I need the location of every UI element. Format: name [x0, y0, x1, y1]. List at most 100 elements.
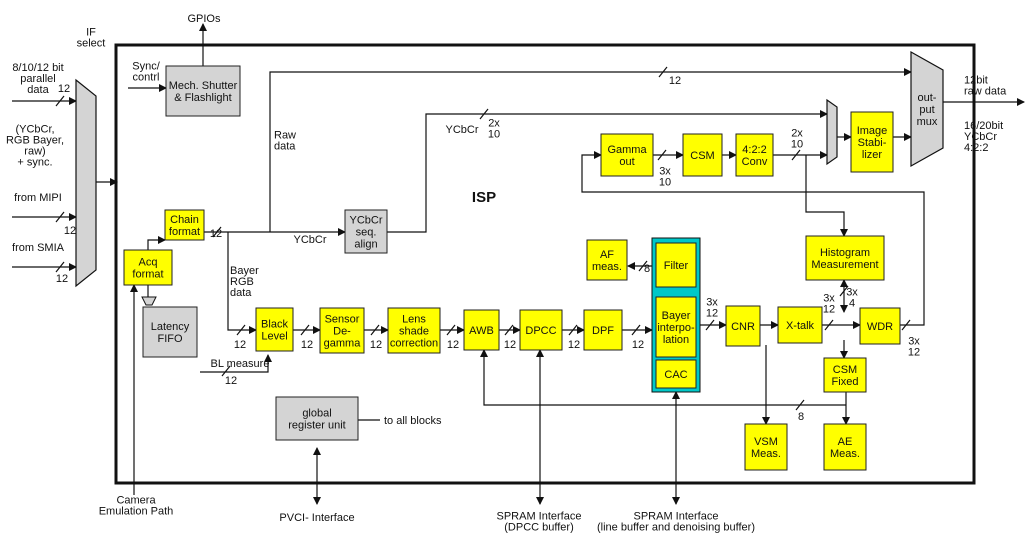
label-in-mipi: 12	[64, 225, 76, 237]
label-bl-measure: 12	[225, 375, 237, 387]
label-sync-contrl: Sync/contrl	[132, 61, 160, 84]
block-cac: CAC	[655, 359, 697, 389]
block-mech-shutter: Mech. Shutter& Flashlight	[165, 65, 241, 117]
label-dpcc-to-dpf: 12	[568, 339, 580, 351]
block-dpcc: DPCC	[519, 309, 563, 351]
label-from-mipi: from MIPI	[14, 192, 62, 204]
bus-slashes	[55, 66, 911, 411]
label-in-parallel: 12	[58, 83, 70, 95]
block-wdr: WDR	[859, 307, 901, 345]
label-sensor-to-lens: 12	[370, 339, 382, 351]
block-dpf: DPF	[583, 309, 623, 351]
label-top-bypass: 12	[669, 75, 681, 87]
ycbcr-mux	[826, 98, 838, 166]
label-spram2: SPRAM Interface(line buffer and denoisin…	[597, 511, 755, 534]
block-wdr-label: WDR	[867, 321, 893, 333]
block-dpcc-label: DPCC	[525, 325, 556, 337]
label-ycbcr-mid: YCbCr	[293, 234, 326, 246]
block-cnr: CNR	[725, 305, 761, 347]
isp-title: ISP	[472, 189, 496, 206]
label-chain-out: 12	[210, 228, 222, 240]
if-select-mux	[75, 78, 97, 288]
label-pvci: PVCI- Interface	[279, 512, 354, 524]
label-spram1: SPRAM Interface(DPCC buffer)	[497, 511, 582, 534]
block-cac-label: CAC	[664, 369, 687, 381]
label-ycbcr-input: (YCbCr,RGB Bayer,raw)+ sync.	[6, 124, 64, 169]
label-dpf-to-bayer: 12	[632, 339, 644, 351]
block-xtalk: X-talk	[777, 306, 823, 344]
connections	[12, 23, 1025, 505]
label-ae-bus: 8	[798, 411, 804, 423]
label-lens-to-awb: 12	[447, 339, 459, 351]
block-filter: Filter	[655, 242, 697, 288]
label-from-smia: from SMIA	[12, 242, 65, 254]
isp-frame	[114, 43, 976, 485]
block-csm-label: CSM	[690, 150, 714, 162]
block-awb-label: AWB	[469, 325, 494, 337]
fifo-connector	[141, 296, 157, 306]
label-af-bus: 8	[644, 263, 650, 275]
block-awb: AWB	[463, 309, 500, 351]
block-csm: CSM	[682, 133, 723, 177]
label-in-smia: 12	[56, 273, 68, 285]
block-xtalk-label: X-talk	[786, 320, 815, 332]
label-awb-to-dpcc: 12	[504, 339, 516, 351]
label-gpios: GPIOs	[187, 13, 221, 25]
label-acq-to-black: 12	[234, 339, 246, 351]
label-ycbcr-top: YCbCr	[445, 124, 478, 136]
output-mux	[910, 50, 944, 168]
block-filter-label: Filter	[664, 260, 689, 272]
block-cnr-label: CNR	[731, 321, 755, 333]
